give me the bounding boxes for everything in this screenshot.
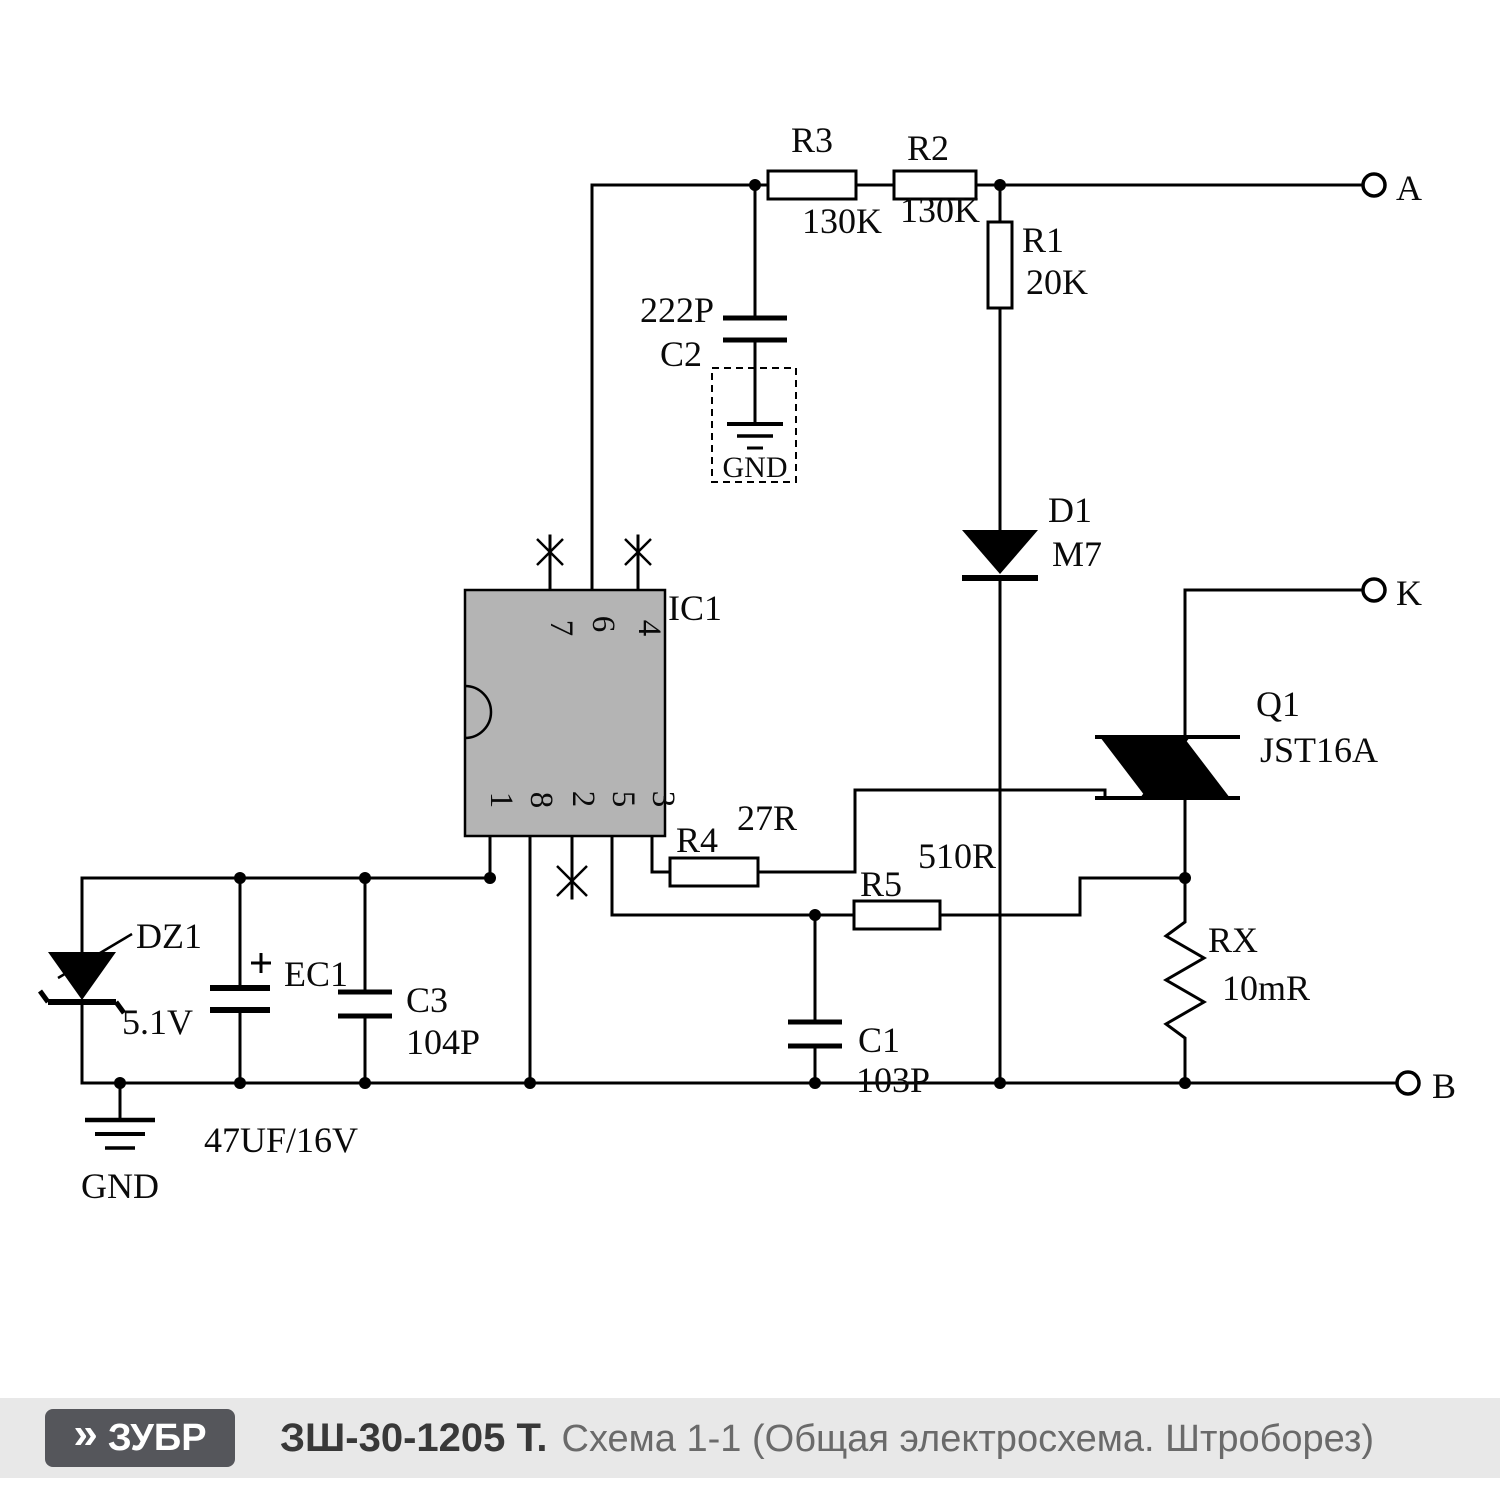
gnd-label: GND	[81, 1166, 159, 1206]
q1-value: JST16A	[1260, 730, 1378, 770]
resistor-r2-body	[892, 169, 978, 201]
ic1-pin-1: 1	[483, 792, 519, 809]
r5-value: 510R	[918, 836, 996, 876]
ic1-body	[463, 588, 667, 838]
resistor-r1: R1 20K	[986, 220, 1088, 310]
wire-pin5-to-r5	[610, 834, 856, 917]
ec1-label: EC1	[284, 954, 348, 994]
ic1-pin-8: 8	[523, 792, 559, 809]
d1-value: M7	[1052, 534, 1102, 574]
zubr-logo-text: ЗУБР	[107, 1416, 207, 1459]
r4-value: 27R	[737, 798, 797, 838]
wires	[80, 183, 1398, 1122]
resistor-r4-body	[668, 856, 760, 888]
junction-dots	[114, 179, 1191, 1089]
dz1-label: DZ1	[136, 916, 202, 956]
resistor-rx: RX 10mR	[1208, 920, 1310, 1008]
r3-value: 130K	[802, 201, 882, 241]
resistor-r4: R4 27R	[668, 798, 797, 888]
rx-label: RX	[1208, 920, 1258, 960]
c3-value: 104P	[406, 1022, 480, 1062]
dz1-leader-line	[57, 932, 133, 980]
ic1-pin-5: 5	[605, 791, 641, 808]
r3-label: R3	[791, 120, 833, 160]
nc-x-pin4	[624, 538, 652, 566]
wire-triac-k	[1183, 588, 1364, 739]
ec1-value: 47UF/16V	[204, 1120, 358, 1160]
ic1-pin-6: 6	[585, 616, 621, 633]
capacitor-c2: 222P C2 GND	[640, 290, 797, 484]
model-number: ЗШ-30-1205 Т.	[280, 1415, 548, 1460]
c1-label: C1	[858, 1020, 900, 1060]
c1-value: 103P	[856, 1060, 930, 1100]
capacitor-ec1: EC1 47UF/16V	[204, 953, 358, 1160]
dz1-bar-hook-left	[37, 989, 51, 1004]
capacitor-c3: C3 104P	[338, 980, 480, 1062]
terminal-a-label: A	[1396, 168, 1422, 208]
c2-gnd-dashed-box	[711, 367, 797, 483]
triac-q1: Q1 JST16A	[1095, 684, 1378, 800]
r2-label: R2	[907, 128, 949, 168]
wire-rx-zigzag	[1163, 876, 1207, 1085]
resistor-r1-body	[986, 220, 1014, 310]
resistor-r5: R5 510R	[852, 836, 996, 931]
capacitor-c1: C1 103P	[788, 1019, 930, 1100]
wire-pin3-to-r4	[650, 834, 672, 874]
c2-value: 222P	[640, 290, 714, 330]
terminals: A K B	[1361, 168, 1456, 1106]
c3-label: C3	[406, 980, 448, 1020]
ic1-pin-2: 2	[565, 791, 601, 808]
q1-triangle-left	[1100, 737, 1190, 796]
terminal-k-label: K	[1396, 573, 1422, 613]
q1-label: Q1	[1256, 684, 1300, 724]
terminal-k-circle	[1361, 577, 1387, 603]
footer-caption-line: ЗШ-30-1205 Т. Схема 1-1 (Общая электросх…	[280, 1416, 1374, 1461]
ic1: IC1 7 6 4 1 8 2 5 3	[463, 538, 722, 897]
zener-dz1: DZ1 5.1V	[37, 916, 202, 1042]
ic1-pin-7: 7	[543, 620, 579, 637]
resistor-r3-body	[766, 169, 858, 201]
d1-triangle	[962, 530, 1038, 574]
dz1-value: 5.1V	[122, 1002, 193, 1042]
ic1-notch	[464, 684, 493, 740]
schema-caption: Схема 1-1 (Общая электросхема. Штроборез…	[561, 1417, 1375, 1460]
c2-gnd-label: GND	[723, 451, 788, 484]
nc-x-pin7	[536, 538, 564, 566]
ic1-label: IC1	[668, 588, 722, 628]
r5-label: R5	[860, 864, 902, 904]
ic1-pin-3: 3	[645, 791, 681, 808]
footer-bar: » ЗУБР ЗШ-30-1205 Т. Схема 1-1 (Общая эл…	[0, 1398, 1500, 1478]
wire-r4-to-gate	[756, 788, 1107, 874]
terminal-b-circle	[1395, 1070, 1421, 1096]
dz1-triangle	[48, 952, 116, 1000]
resistor-r2: R2 130K	[892, 128, 980, 230]
rx-value: 10mR	[1222, 968, 1310, 1008]
q1-triangle-right	[1140, 739, 1230, 798]
resistor-r5-body	[852, 899, 942, 931]
r1-label: R1	[1022, 220, 1064, 260]
r2-value: 130K	[900, 190, 980, 230]
resistor-r3: R3 130K	[766, 120, 882, 241]
nc-x-pin2	[556, 865, 588, 897]
terminal-b-label: B	[1432, 1066, 1456, 1106]
r1-value: 20K	[1026, 262, 1088, 302]
diode-d1: D1 M7	[962, 490, 1102, 581]
c2-label: C2	[660, 334, 702, 374]
d1-label: D1	[1048, 490, 1092, 530]
wire-r5-to-triac	[938, 876, 1187, 917]
ic1-pin-4: 4	[631, 620, 667, 637]
ground-symbol: GND	[81, 1117, 159, 1206]
terminal-a-circle	[1361, 172, 1387, 198]
zubr-logo: » ЗУБР	[45, 1409, 235, 1467]
dz1-bar-hook-right	[113, 1000, 127, 1015]
r4-label: R4	[676, 820, 718, 860]
